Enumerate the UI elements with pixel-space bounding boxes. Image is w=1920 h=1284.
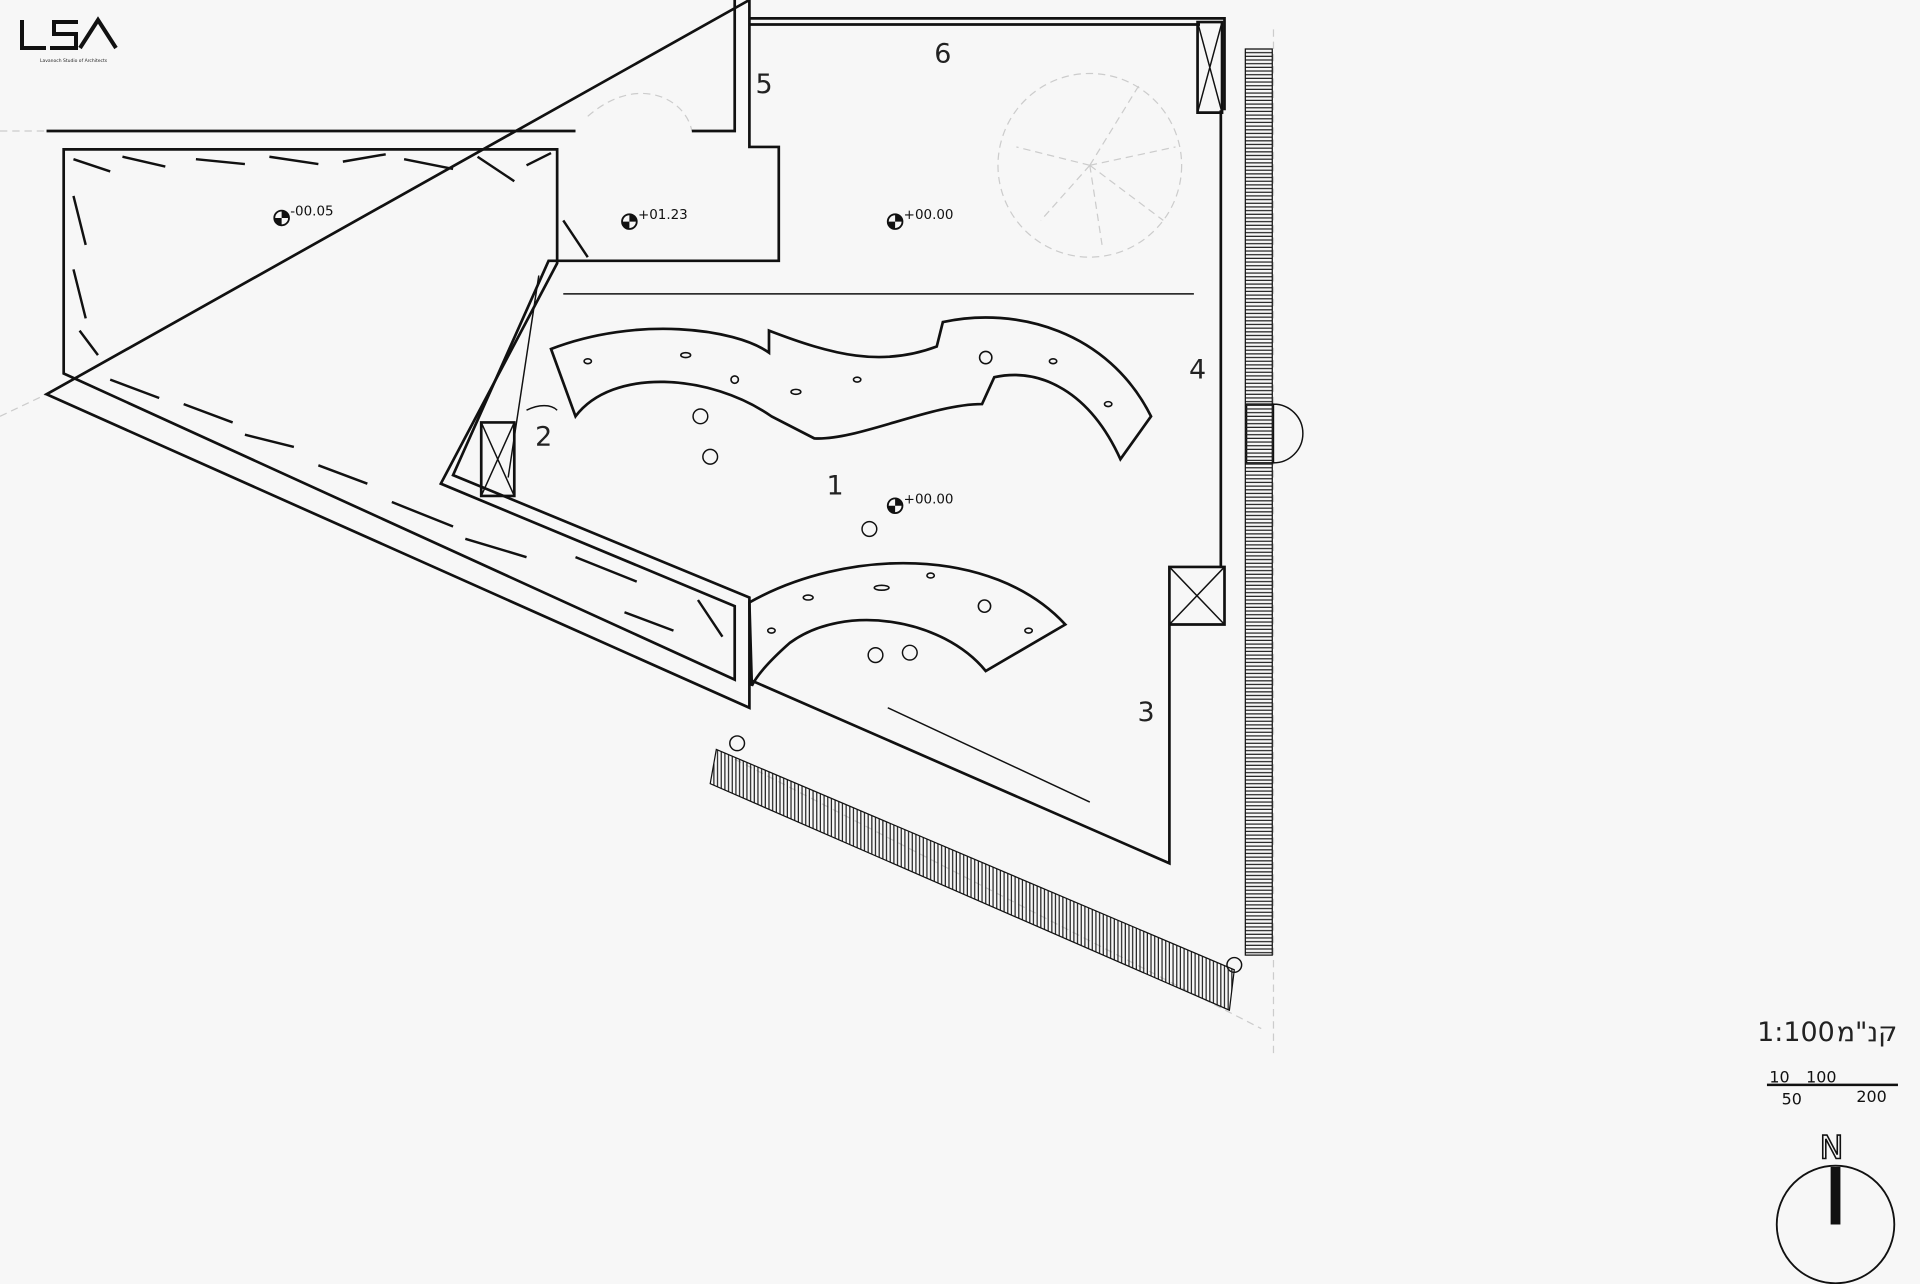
room-number-4: 4 — [1189, 354, 1206, 385]
serpentine-bench-lower — [748, 561, 1068, 687]
room-number-6: 6 — [934, 38, 951, 69]
level-value: +00.00 — [904, 208, 954, 223]
level-value: -00.05 — [290, 205, 333, 220]
south-facade-louvers — [709, 748, 1235, 1012]
north-arrow: N — [1775, 1128, 1896, 1284]
walls — [43, 0, 1304, 973]
people-figures — [692, 408, 918, 664]
room-number-1: 1 — [827, 471, 844, 502]
level-value: +00.00 — [904, 492, 954, 507]
scale-tick: 100 — [1806, 1067, 1836, 1086]
room-number-5: 5 — [756, 69, 773, 100]
scale-tick: 200 — [1856, 1087, 1886, 1106]
north-label: N — [1820, 1128, 1844, 1166]
scale-tick: 50 — [1782, 1089, 1802, 1108]
level-marker: +00.00 — [886, 208, 954, 230]
scale-tick: 10 — [1769, 1067, 1789, 1086]
room-number-2: 2 — [535, 422, 552, 453]
east-facade-louvers — [1244, 48, 1273, 956]
bench-pebbles — [583, 350, 1113, 634]
scale-hebrew: קנ"מ — [1837, 1017, 1898, 1048]
scale-label: 1:100 — [1757, 1017, 1835, 1048]
level-marker: +00.00 — [886, 492, 954, 514]
spiral-stair — [997, 72, 1183, 258]
logo-subtitle: Lavanoch Studio of Architects — [40, 58, 108, 64]
planting-hatch — [72, 151, 724, 638]
level-marker: +01.23 — [621, 208, 688, 230]
room-number-3: 3 — [1138, 697, 1155, 728]
logo: Lavanoch Studio of Architects — [20, 16, 118, 64]
level-value: +01.23 — [638, 208, 688, 223]
scale-bar: 10 100 50 200 — [1766, 1067, 1898, 1108]
context-lines — [0, 24, 1275, 1054]
serpentine-bench-upper — [549, 316, 1153, 462]
level-marker: -00.05 — [273, 205, 334, 227]
